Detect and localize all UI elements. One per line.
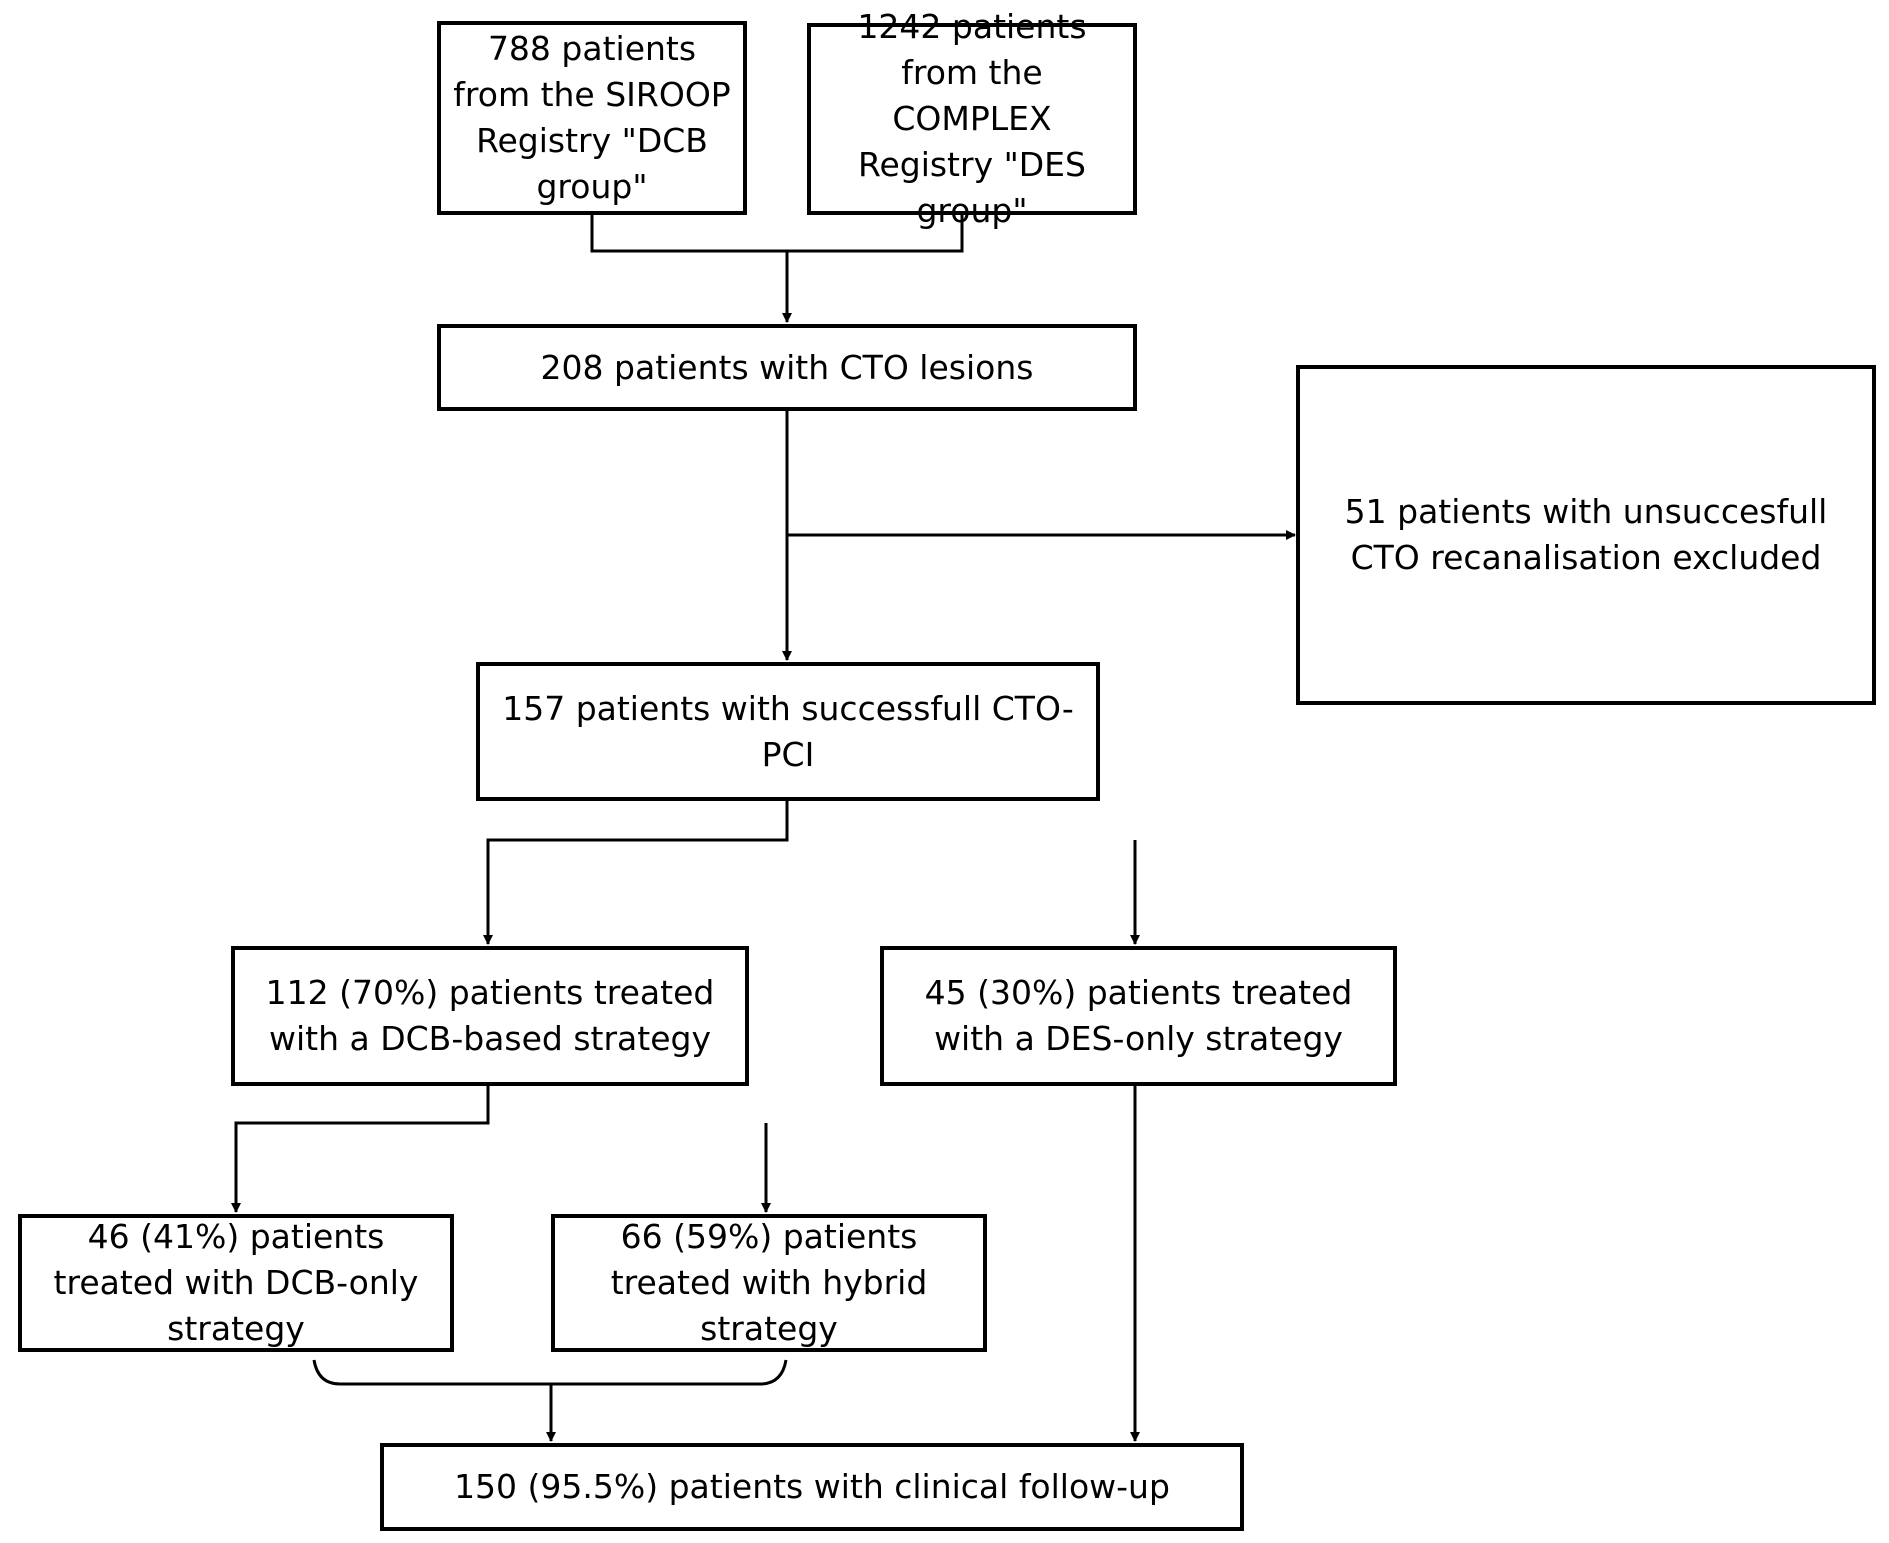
successful-pci-box: 157 patients with successfull CTO-PCI xyxy=(476,662,1100,801)
cto-lesions-box: 208 patients with CTO lesions xyxy=(437,324,1137,411)
hybrid-box: 66 (59%) patients treated with hybrid st… xyxy=(551,1214,987,1352)
dcb-only-box: 46 (41%) patients treated with DCB-only … xyxy=(18,1214,454,1352)
excluded-box: 51 patients with unsuccesfull CTO recana… xyxy=(1296,365,1876,705)
des-only-text: 45 (30%) patients treated with a DES-onl… xyxy=(924,973,1353,1058)
connector-registries-merge xyxy=(590,215,964,253)
dcb-based-box: 112 (70%) patients treated with a DCB-ba… xyxy=(231,946,749,1086)
cto-lesions-text: 208 patients with CTO lesions xyxy=(540,347,1034,387)
hybrid-text: 66 (59%) patients treated with hybrid st… xyxy=(610,1217,928,1348)
des-only-box: 45 (30%) patients treated with a DES-onl… xyxy=(880,946,1397,1086)
connector-successful-split xyxy=(486,801,789,944)
excluded-text: 51 patients with unsuccesfull CTO recana… xyxy=(1344,492,1828,577)
dcb-only-text: 46 (41%) patients treated with DCB-only … xyxy=(53,1217,419,1348)
followup-box: 150 (95.5%) patients with clinical follo… xyxy=(380,1443,1244,1531)
complex-registry-text: 1242 patients from the COMPLEX Registry … xyxy=(857,7,1087,230)
connector-dcb-split xyxy=(234,1086,490,1212)
complex-registry-box: 1242 patients from the COMPLEX Registry … xyxy=(807,7,1137,230)
dcb-based-text: 112 (70%) patients treated with a DCB-ba… xyxy=(265,973,715,1058)
brace-dcb-groups xyxy=(312,1359,788,1386)
successful-pci-text: 157 patients with successfull CTO-PCI xyxy=(502,688,1074,774)
siroop-registry-box: 788 patients from the SIROOP Registry "D… xyxy=(437,21,747,215)
followup-text: 150 (95.5%) patients with clinical follo… xyxy=(454,1467,1170,1506)
siroop-registry-text: 788 patients from the SIROOP Registry "D… xyxy=(453,29,731,206)
